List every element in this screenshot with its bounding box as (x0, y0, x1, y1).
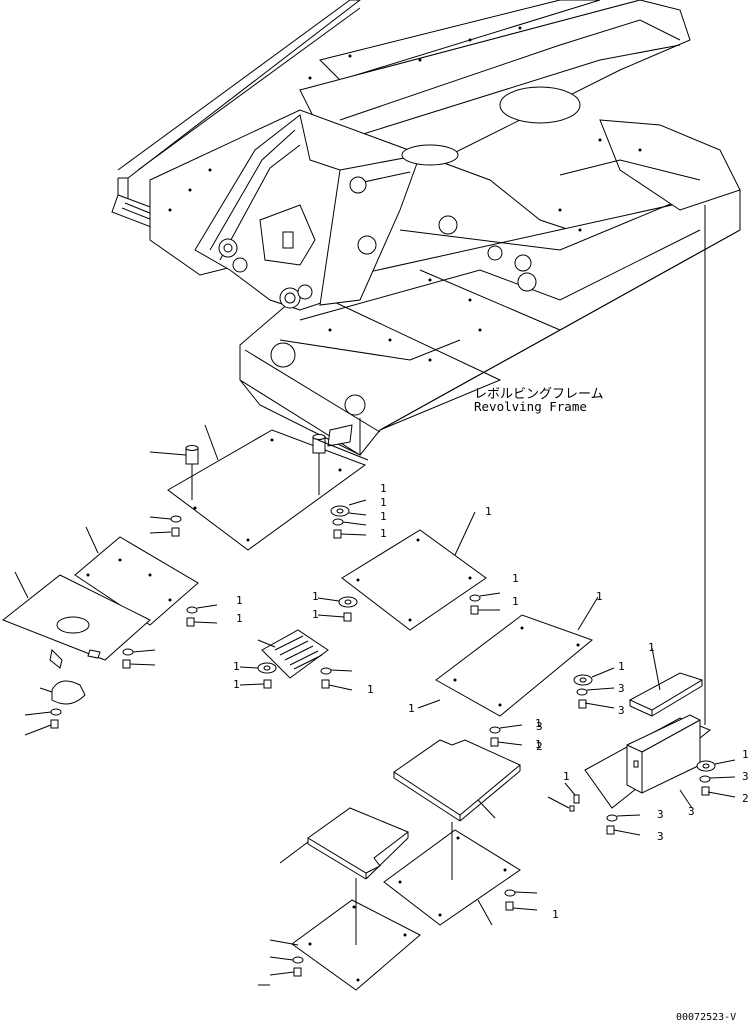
callout: 1 (552, 908, 559, 921)
callout: 1 (312, 590, 319, 603)
box-assembly: 1 3 3 1 3 2 3 3 2 (536, 714, 749, 843)
callout: 1 (233, 660, 240, 673)
frame-label-english: Revolving Frame (474, 399, 587, 414)
callout: 2 (742, 792, 749, 805)
callout: 1 (512, 572, 519, 585)
callout: 1 (648, 641, 655, 654)
callout: 1 (485, 505, 492, 518)
callout: 1 (512, 595, 519, 608)
callout: 1 (408, 702, 415, 715)
callout: 1 (380, 527, 387, 540)
rubber-pad: 1 (628, 641, 704, 717)
callout: 1 (563, 770, 570, 783)
callout: 1 (233, 678, 240, 691)
callout: 1 (535, 717, 542, 730)
callout: 3 (657, 830, 664, 843)
callout: 1 (380, 482, 387, 495)
callout: 3 (618, 682, 625, 695)
revolving-frame-drawing (111, 0, 741, 725)
callout: 1 (367, 683, 374, 696)
callout: 1 (596, 590, 603, 603)
callout: 3 (618, 704, 625, 717)
callout: 3 (536, 720, 543, 733)
lower-plate-stack: 1 (258, 739, 559, 991)
callout: 1 (742, 748, 749, 761)
callout: 1 (236, 594, 243, 607)
callout: 1 (236, 612, 243, 625)
left-cover-plates: 1 1 (2, 526, 243, 736)
callout: 3 (657, 808, 664, 821)
side-panel: 1 1 1 1 1 3 3 (408, 590, 625, 751)
callout: 3 (742, 770, 749, 783)
callout: 1 (312, 608, 319, 621)
callout: 3 (688, 805, 695, 818)
callout: 2 (536, 740, 543, 753)
top-cover-plate: 1 1 1 1 (149, 424, 387, 551)
callout: 1 (380, 496, 387, 509)
callout: 1 (535, 738, 542, 751)
grille-plate: 1 1 1 (233, 629, 374, 696)
upper-mid-plate: 1 1 1 1 1 (312, 505, 519, 631)
frame-label-japanese: レボルビングフレーム (474, 387, 604, 402)
callout: 1 (618, 660, 625, 673)
drawing-number: 00072523-V (676, 1012, 736, 1023)
callout: 1 (380, 510, 387, 523)
